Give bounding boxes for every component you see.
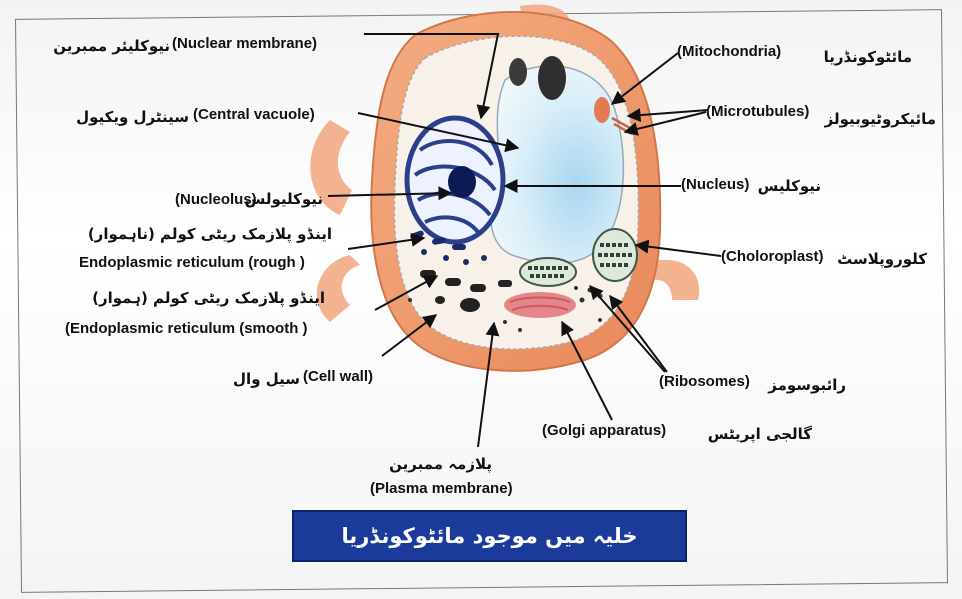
label-nuclear-membrane-urdu: نیوکلیئر ممبرین <box>84 37 170 55</box>
label-cell-wall: (Cell wall) <box>303 368 373 386</box>
label-golgi-apparatus: (Golgi apparatus) <box>542 422 666 440</box>
nucleus <box>407 118 503 242</box>
label-er-rough-urdu: اینڈو پلازمک ریٹی کولم (ناہموار) <box>132 225 332 243</box>
label-plasma-membrane: (Plasma membrane) <box>370 480 513 498</box>
label-er-rough: Endoplasmic reticulum (rough ) <box>79 254 305 272</box>
nucleolus <box>448 166 476 198</box>
label-central-vacuole-urdu: سینٹرل ویکیول <box>95 108 189 126</box>
label-golgi-apparatus-urdu: گالجی اپریٹس <box>720 425 812 443</box>
label-mitochondria: (Mitochondria) <box>677 43 781 61</box>
label-microtubules-urdu: مائیکروٹیوبیولز <box>836 110 936 128</box>
label-er-smooth-urdu: اینڈو پلازمک ریٹی کولم (ہموار) <box>131 289 325 307</box>
label-plasma-membrane-urdu: پلازمہ ممبرین <box>408 455 492 473</box>
label-nucleolus: (Nucleolus) <box>175 191 257 209</box>
label-er-smooth: (Endoplasmic reticulum (smooth ) <box>65 320 308 338</box>
label-nuclear-membrane: (Nuclear membrane) <box>172 35 317 53</box>
label-ribosomes-urdu: رائبوسومز <box>776 376 846 394</box>
figure-caption: خلیہ میں موجود مائٹوکونڈریا <box>292 510 687 562</box>
label-chloroplast-urdu: کلوروپلاسٹ <box>845 250 927 268</box>
label-mitochondria-urdu: مائٹوکونڈریا <box>812 48 912 66</box>
label-nucleus: (Nucleus) <box>681 176 749 194</box>
label-nucleus-urdu: نیوکلیس <box>763 177 821 195</box>
golgi-apparatus <box>504 292 576 318</box>
label-central-vacuole: (Central vacuole) <box>193 106 315 124</box>
label-chloroplast: (Choloroplast) <box>721 248 824 266</box>
label-ribosomes: (Ribosomes) <box>659 373 750 391</box>
label-microtubules: (Microtubules) <box>706 103 809 121</box>
label-cell-wall-urdu: سیل وال <box>240 370 300 388</box>
label-nucleolus-urdu: نیوکلیولس <box>253 190 323 208</box>
